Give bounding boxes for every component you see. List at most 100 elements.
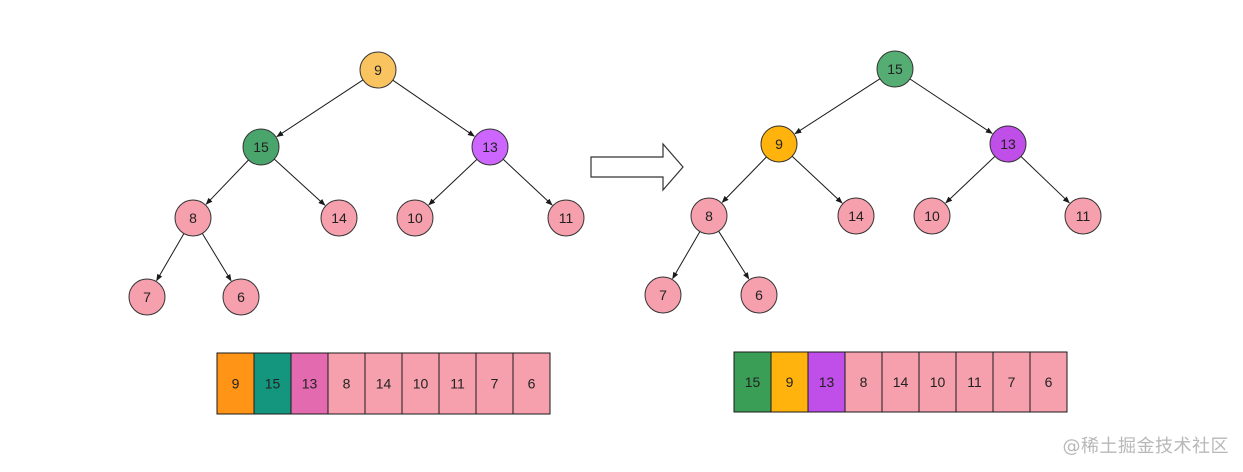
node-circle	[989, 125, 1027, 163]
array-cell-label: 8	[860, 374, 868, 390]
array-cell: 14	[364, 352, 403, 415]
tree-node-rr: 11	[547, 199, 585, 237]
tree-node-llr: 6	[740, 276, 778, 314]
node-circle	[320, 199, 358, 237]
edge-right-rl	[945, 156, 996, 204]
array-cell-label: 9	[232, 376, 240, 392]
node-circle	[740, 276, 778, 314]
node-circle	[760, 125, 798, 163]
array-cell-box	[438, 352, 477, 415]
node-label: 7	[659, 287, 667, 303]
tree-node-left: 15	[242, 128, 280, 166]
array-cell: 10	[401, 352, 440, 415]
array-cell-box	[512, 352, 551, 415]
node-label: 15	[887, 61, 903, 77]
tree-node-lr: 14	[837, 197, 875, 235]
edge-left-ll	[721, 156, 767, 203]
tree-node-right: 13	[989, 125, 1027, 163]
tree-node-lll: 7	[128, 278, 166, 316]
array-cell-label: 8	[343, 376, 351, 392]
node-circle	[222, 278, 260, 316]
tree-node-right: 13	[471, 128, 509, 166]
node-circle	[242, 128, 280, 166]
array-cell-label: 14	[376, 376, 392, 392]
node-circle	[837, 197, 875, 235]
array-cell: 9	[770, 351, 809, 413]
edge-ll-llr	[718, 230, 750, 280]
node-label: 13	[482, 139, 498, 155]
array-cell-label: 15	[745, 374, 761, 390]
node-circle	[396, 199, 434, 237]
array-cell-box	[475, 352, 514, 415]
edge-right-rl	[428, 159, 478, 206]
array-cell-box	[770, 351, 809, 413]
array-cell-label: 9	[786, 374, 794, 390]
array-cell-box	[1029, 351, 1068, 413]
edge-right-rr	[502, 158, 553, 206]
array-cell: 6	[1029, 351, 1068, 413]
node-circle	[359, 51, 397, 89]
node-label: 7	[143, 289, 151, 305]
node-label: 10	[924, 208, 940, 224]
right-arrow-icon	[590, 142, 684, 192]
edge-root-right	[392, 79, 475, 137]
array-cell-label: 10	[413, 376, 429, 392]
node-circle	[690, 197, 728, 235]
array-cell-label: 7	[491, 376, 499, 392]
array-cell-box	[290, 352, 329, 415]
tree-node-ll: 8	[174, 199, 212, 237]
array-cell: 11	[955, 351, 994, 413]
node-circle	[547, 199, 585, 237]
array-cell: 14	[881, 351, 920, 413]
array-cell: 13	[807, 351, 846, 413]
node-circle	[644, 276, 682, 314]
array-cell: 11	[438, 352, 477, 415]
edge-left-lr	[791, 155, 843, 204]
tree-node-ll: 8	[690, 197, 728, 235]
array-cell: 7	[475, 352, 514, 415]
array-cell-box	[733, 351, 772, 413]
array-cell-box	[327, 352, 366, 415]
array-cell: 9	[216, 352, 255, 415]
node-circle	[1064, 197, 1102, 235]
tree-node-root: 9	[359, 51, 397, 89]
array-cell: 8	[844, 351, 883, 413]
node-label: 15	[253, 139, 269, 155]
array-cell-label: 11	[967, 374, 982, 390]
tree-node-rl: 10	[913, 197, 951, 235]
array-before: 9 15 13 8 14 10 11 7 6	[216, 352, 551, 415]
edge-right-rr	[1020, 156, 1070, 204]
array-cell: 15	[253, 352, 292, 415]
array-cell-label: 15	[265, 376, 281, 392]
tree-node-llr: 6	[222, 278, 260, 316]
array-cell: 6	[512, 352, 551, 415]
array-cell: 13	[290, 352, 329, 415]
array-cell-box	[881, 351, 920, 413]
node-circle	[174, 199, 212, 237]
array-cell: 10	[918, 351, 957, 413]
array-cell: 7	[992, 351, 1031, 413]
node-label: 11	[559, 210, 574, 226]
node-label: 6	[755, 287, 763, 303]
tree-node-left: 9	[760, 125, 798, 163]
edge-ll-lll	[672, 231, 701, 280]
array-cell: 15	[733, 351, 772, 413]
tree-node-lr: 14	[320, 199, 358, 237]
array-cell-box	[918, 351, 957, 413]
edge-left-lr	[273, 158, 326, 206]
array-cell-label: 6	[528, 376, 536, 392]
edge-root-right	[909, 78, 993, 134]
node-label: 10	[407, 210, 423, 226]
node-label: 13	[1000, 136, 1016, 152]
node-label: 6	[237, 289, 245, 305]
node-circle	[128, 278, 166, 316]
array-cell-label: 14	[893, 374, 909, 390]
array-cell-box	[364, 352, 403, 415]
node-circle	[913, 197, 951, 235]
node-label: 14	[848, 208, 864, 224]
watermark: @稀土掘金技术社区	[1062, 436, 1229, 457]
node-label: 14	[331, 210, 347, 226]
array-cell-label: 7	[1008, 374, 1016, 390]
